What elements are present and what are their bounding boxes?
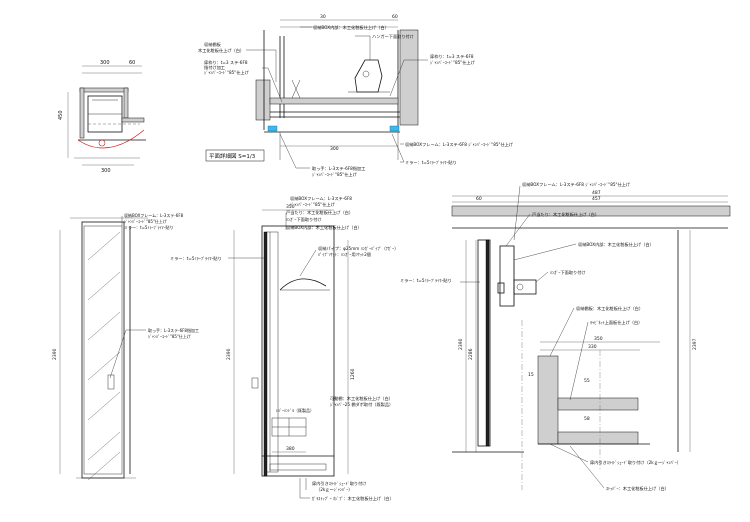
sec-note-bottom-a: 扉内引きｽﾗｲﾄﾞｼｪｰﾄﾞ取り付け（2kｇ～ｼﾞｬﾝﾊﾟｰ） [590,459,681,466]
left-note-mirror: ミラー：t=5ﾐﾗｰﾌﾞﾗｲﾏｰ貼り [124,224,173,230]
left-note-handle-2: ｼﾞｬﾝﾊﾟｰｺｰﾄﾞ"85"仕上げ [148,333,191,339]
key-plan-dim-bottom: 300 [101,168,111,174]
mid-note-inner: 収納BOX内部：木工化粧板仕上げ（白） [286,224,362,231]
sec-dim-2390: 2390 [458,338,464,350]
sec-dim-58: 58 [584,416,590,422]
sec-dim-487: 487 [592,190,601,196]
sec-note-shelf-top: ｷｬﾋﾞﾈｯﾄ上面板仕上げ（白） [590,319,642,326]
dim-300: 300 [330,146,339,152]
note-handle-2: ｼﾞｬﾝﾊﾟｰｺｰﾄﾞ"85"仕上げ [312,171,358,178]
key-plan: 300 60 450 300 [58,60,146,174]
left-elev-height: 2390 [52,348,58,360]
sec-note-mirror: ミラー：t=5ﾐﾗｰﾌﾞﾗｲﾏｰ貼り [400,277,452,284]
sec-note-frame: 収納BOXフレーム：L-3ステ-6F8 ｼﾞｬﾝﾊﾟｰｺｰﾄﾞ"85"仕上げ [522,181,631,188]
note-door-trim-left-3: ｼﾞｬﾝﾊﾟｰｺｰﾄﾞ"85"仕上げ [204,69,250,76]
mid-note-shelf: 可動棚：木工化粧板仕上げ（白） [330,395,393,402]
sec-note-bottom-b: ｽﾄｯﾊﾟｰ：木工化粧板仕上げ（白） [606,485,669,492]
sec-dim-457: 457 [592,196,601,202]
sec-note-door: 戸当たり：木工化粧板仕上げ（白） [532,211,599,218]
mid-note-mirror: ミラー：t=5ﾐﾗｰﾌﾞﾗｲﾏｰ貼り [170,255,222,262]
sec-dim-55: 55 [584,378,590,384]
middle-elevation: 2390 1260 350 380 収納BOXフレーム：L-3ステ-6F8 ｼﾞ… [170,195,398,502]
mid-dim-380: 380 [286,446,295,452]
sec-note-panel: 収納棚板：木工化粧板仕上げ（白） [576,305,643,312]
dim-30: 30 [320,14,326,20]
note-door-trim-right: 扉枠り：t=3 ステ-6F8 [430,53,474,60]
mid-note-base-2: （2kｇ～ｼﾞｬﾝﾊﾟｰ） [316,486,353,492]
sec-dim-2397: 2397 [692,338,698,350]
note-handle: 取っ手：L-3ステ-6F8指加工 [312,165,365,172]
sec-dim-2286: 2286 [468,348,474,360]
mid-note-frame-2: ｼﾞｬﾝﾊﾟｰｺｰﾄﾞ"85"仕上げ [290,201,336,208]
note-door-trim-left: 扉枠り：t=3 ステ-6F8 [204,59,248,66]
note-hanger-rail: ハンガー下面取り付け [372,33,414,40]
mid-note-plinth: ｶﾞﾗｽﾄｯﾌﾟ・ﾈｼﾞﾌﾟ：木工化粧板仕上げ（白） [312,495,394,502]
left-note-frame-2: ｼﾞｬﾝﾊﾟｰｺｰﾄﾞ"85"仕上げ [124,218,167,224]
left-elevation: 2390 収納BOXフレーム：L-3ステ-6F8 ｼﾞｬﾝﾊﾟｰｺｰﾄﾞ"85"… [52,212,199,481]
mid-note-lock: ﾚﾊﾞｰﾊﾝﾄﾞﾙ（既製品） [276,407,314,413]
key-plan-dim-side: 450 [58,110,64,120]
note-storage-shelf: 収納棚板 [204,41,222,48]
dim-60: 60 [392,14,398,20]
mid-dim-1260: 1260 [350,368,356,380]
plan-detail-title: 平面詳細図 S=1/3 [209,152,256,160]
mid-note-pipe-2: ﾊﾟｲﾌﾟｿｹｯﾄ：ﾊﾝｶﾞｰ用ｿｹｯﾄ2個 [318,251,371,258]
sec-note-hanger: ﾊﾝｶﾞｰ下面取り付け [550,269,586,276]
left-note-handle: 取っ手：L-3ステ-6F8指加工 [148,327,199,333]
sec-dim-350: 350 [594,336,603,342]
note-shelf-finish: 木工化粧板仕上げ（白） [198,47,244,54]
sec-dim-15: 15 [528,372,534,378]
note-storage-frame: 収納BOXフレーム：L-3ステ-6F8 ｼﾞｬﾝﾊﾟｰｺｰﾄﾞ"85"仕上げ [405,141,514,148]
note-door-trim-left-2: 指付け加工 [204,64,225,71]
mid-note-frame: 収納BOXフレーム：L-3ステ-6F8 [290,195,352,202]
key-plan-dim-top-b: 60 [129,60,135,66]
note-door-trim-right-2: ｼﾞｬﾝﾊﾟｰｺｰﾄﾞ"85"仕上げ [430,59,476,66]
key-plan-dim-top: 300 [100,60,110,66]
mid-dim-350: 350 [286,204,295,210]
note-frame-inner: 収納BOX内部：木工化粧板仕上げ（白） [313,24,389,31]
mid-note-shelf-2: ｼﾞｬﾝﾊﾟｰ25 棚ダボ取付（既製品） [330,401,393,408]
section-detail: 487 457 60 2390 2286 2397 350 330 15 55 … [400,181,731,492]
mid-note-hanger: ﾊﾝｶﾞｰ下面取り付け [286,216,322,223]
note-mirror: ミラー：t=5ﾐﾗｰﾌﾞﾗｲﾏｰ貼り [405,159,457,166]
sec-dim-60: 60 [476,196,482,202]
sec-dim-330: 330 [588,344,597,350]
plan-detail: 30 60 300 平面詳細図 S=1/3 収納BOX内部：木工化粧板仕上げ（ [198,14,514,178]
left-note-frame: 収納BOXフレーム：L-3ステ-6F8 [124,212,184,218]
sec-note-inner: 収納BOX内部：木工化粧板仕上げ（白） [578,241,654,248]
mid-note-base: 扉内引きｽﾗｲﾄﾞｼｪｰﾄﾞ取り付け [312,480,366,487]
mid-elev-height: 2390 [226,348,232,360]
mid-note-door: 戸当たり：木工化粧板仕上げ（白） [286,209,353,216]
mid-note-pipe: 収納パイプ：φ25mm ﾊﾝｶﾞｰﾊﾟｲﾌﾟ（ﾅｶﾞｰ） [318,245,398,252]
